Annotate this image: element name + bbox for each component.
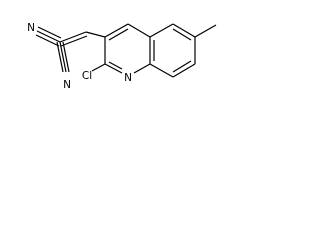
- bond-nitrile-top-1: [36, 30, 61, 43]
- bond-vinyl-2: [60, 35, 88, 47]
- atom-label-cl: Cl: [82, 70, 92, 82]
- bond-nitrile-bottom-1: [59, 41, 67, 73]
- chemical-structure: N N Cl N: [27, 22, 217, 91]
- bond-nitrile-top-3: [35, 34, 60, 47]
- bond-nitrile-bottom-3: [56, 41, 64, 73]
- structure-diagram: N N Cl N: [0, 0, 229, 110]
- bond-c5-c6: [172, 23, 196, 38]
- bond-nitrile-bottom-2: [62, 41, 70, 73]
- bond-c7-c8: [172, 63, 196, 78]
- bond-vinyl-1: [59, 31, 87, 43]
- atom-label-n-top: N: [27, 22, 35, 34]
- bond-c7-c8-inner: [172, 60, 192, 73]
- atom-label-n-bottom: N: [63, 79, 71, 91]
- bond-c4a-c5: [149, 23, 174, 38]
- bond-c3-c4: [104, 23, 129, 38]
- bond-c2-cl: [91, 63, 106, 72]
- bond-c8-c8a: [149, 63, 174, 78]
- bond-nitrile-top-2: [37, 26, 62, 39]
- bond-n1-c2-inner: [108, 61, 123, 70]
- bond-c8a-n1: [133, 63, 151, 74]
- bond-n1-c2: [104, 63, 123, 74]
- bond-c4-c4a: [127, 23, 151, 38]
- bond-vinyl-to-ring: [85, 31, 106, 38]
- bond-c5-c6-inner: [172, 28, 192, 41]
- atom-label-n-ring: N: [124, 72, 132, 84]
- bond-c7-methyl: [194, 24, 217, 38]
- bond-c4-c4a-inner: [108, 28, 129, 41]
